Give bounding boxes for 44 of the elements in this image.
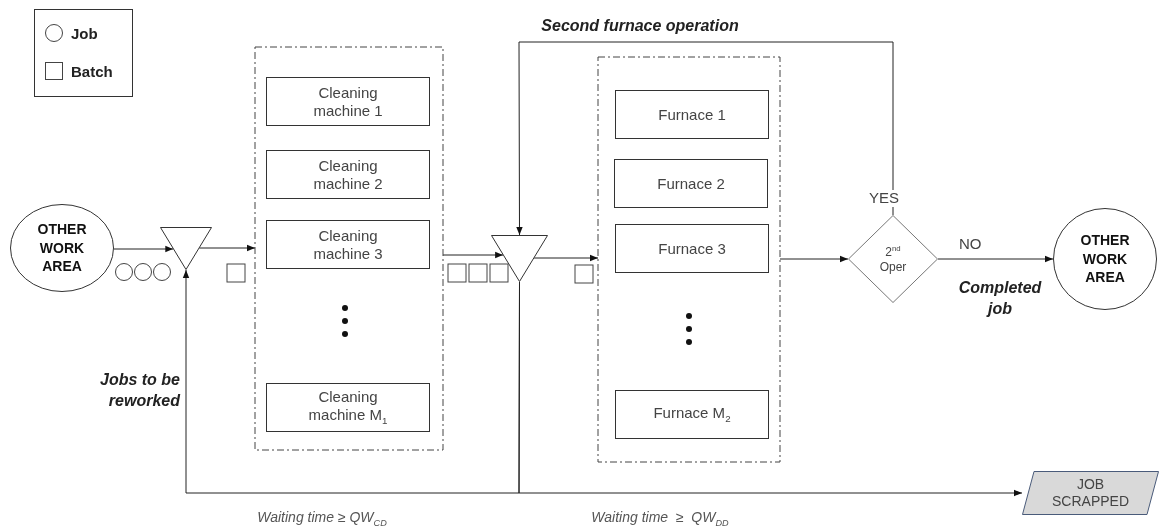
furnace-box [615, 224, 769, 273]
arrow [182, 269, 520, 494]
node-label: JOB SCRAPPED [1051, 476, 1130, 510]
node-label: OTHER WORK AREA [36, 219, 88, 277]
machine-box [266, 150, 430, 199]
machine-box [266, 383, 430, 432]
node-label: Furnace 1 [658, 105, 726, 124]
furnace-box [615, 90, 769, 139]
queue-triangle [491, 235, 548, 282]
legend-label: Job [71, 24, 98, 42]
furnace-box [614, 159, 768, 208]
node-label: Cleaning machine 2 [312, 156, 384, 193]
annotation-text: Completed job [957, 278, 1043, 319]
arrow [442, 251, 504, 259]
node-label: Cleaning machine 3 [312, 226, 384, 263]
work-area-circle [1053, 208, 1157, 310]
node-label: Furnace 3 [658, 239, 726, 258]
furnace-box [615, 390, 769, 439]
node-label: Cleaning machine M$_{1}$ [307, 388, 389, 427]
machine-box [266, 77, 430, 126]
arrow [113, 245, 174, 253]
legend-label: Batch [71, 62, 113, 80]
annotation-text: Waiting time ≥ QW$_{DD}$ [591, 509, 729, 528]
arrow [533, 254, 599, 262]
arrow [779, 255, 849, 263]
annotation-text: Waiting time ≥ QW$_{CD}$ [257, 509, 387, 528]
node-label: Furnace M$_{2}$ [653, 404, 731, 425]
node-label: Cleaning machine 1 [312, 83, 384, 120]
queue-triangle [160, 227, 212, 270]
node-label: Furnace 2 [657, 174, 725, 193]
machine-box [266, 220, 430, 269]
work-area-ellipse [10, 204, 114, 292]
decision-label: 2$^{nd}$ Oper [878, 244, 908, 274]
machine-group-frame [255, 47, 443, 450]
annotation-text: Second furnace operation [541, 17, 739, 35]
arrow [937, 255, 1054, 263]
arrow [516, 41, 894, 236]
furnace-group-frame [598, 57, 780, 462]
arrow [198, 244, 256, 252]
scrapped-parallelogram [1022, 471, 1159, 515]
annotation-text: Jobs to be reworked [99, 370, 180, 411]
edge-label: YES [868, 190, 900, 207]
decision-diamond [848, 215, 938, 303]
node-label: OTHER WORK AREA [1079, 230, 1131, 288]
